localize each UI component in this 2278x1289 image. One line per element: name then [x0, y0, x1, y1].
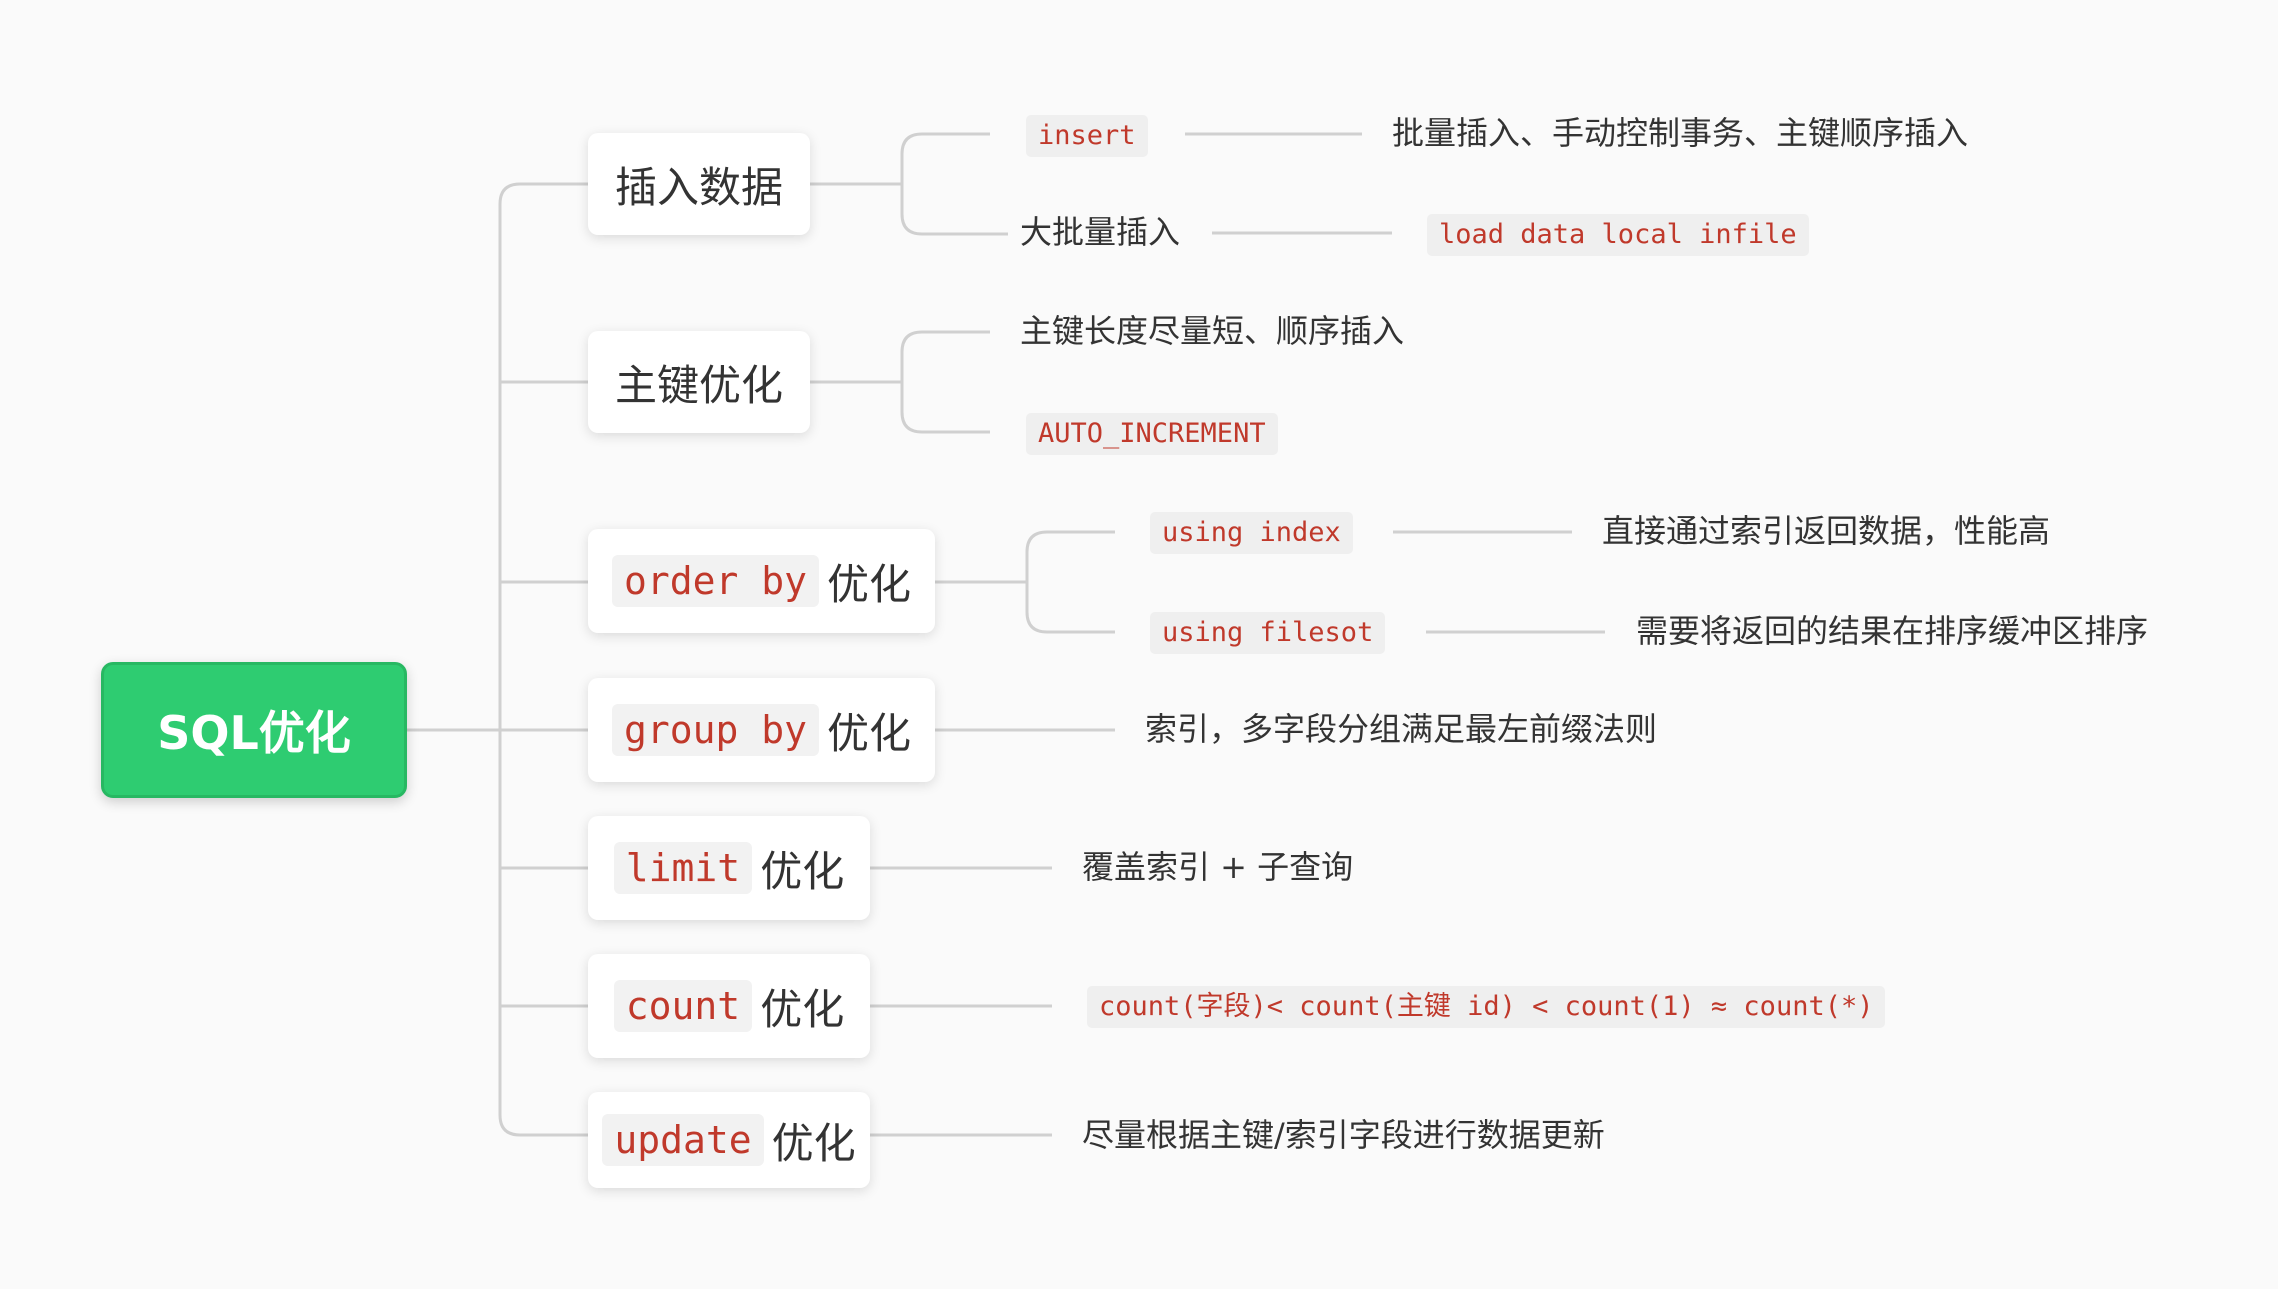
- leaf-insert-code[interactable]: insert: [1026, 115, 1148, 157]
- insert-fork: [900, 132, 1008, 236]
- pk-fork: [900, 330, 990, 434]
- leaf-using-filesort[interactable]: using filesot: [1150, 612, 1386, 654]
- group-by-suffix: 优化: [827, 708, 912, 758]
- node-limit[interactable]: limit 优化: [588, 816, 870, 920]
- count-keyword: count: [613, 980, 753, 1032]
- root-node[interactable]: SQL优化: [101, 662, 407, 798]
- leaf-count-code[interactable]: count(字段)< count(主键 id) < count(1) ≈ cou…: [1087, 986, 1886, 1028]
- trunk-line: [498, 182, 521, 1137]
- leaf-pk-desc[interactable]: 主键长度尽量短、顺序插入: [1020, 312, 1405, 350]
- node-update[interactable]: update 优化: [588, 1092, 870, 1188]
- node-primary-key-label: 主键优化: [614, 360, 783, 410]
- leaf-insert-desc[interactable]: 批量插入、手动控制事务、主键顺序插入: [1392, 114, 1969, 152]
- leaf-limit-desc[interactable]: 覆盖索引 + 子查询: [1082, 848, 1354, 886]
- node-insert-data-label: 插入数据: [614, 162, 783, 212]
- limit-suffix: 优化: [760, 846, 845, 896]
- order-by-suffix: 优化: [827, 559, 912, 609]
- node-primary-key[interactable]: 主键优化: [588, 331, 810, 433]
- leaf-using-index[interactable]: using index: [1150, 512, 1353, 554]
- node-insert-data[interactable]: 插入数据: [588, 133, 810, 235]
- group-by-keyword: group by: [611, 704, 819, 756]
- order-by-keyword: order by: [611, 555, 819, 607]
- node-order-by[interactable]: order by 优化: [588, 529, 935, 633]
- leaf-update-desc[interactable]: 尽量根据主键/索引字段进行数据更新: [1082, 1116, 1605, 1154]
- order-fork: [1025, 530, 1115, 634]
- leaf-group-desc[interactable]: 索引，多字段分组满足最左前缀法则: [1145, 710, 1658, 748]
- update-keyword: update: [602, 1114, 764, 1166]
- limit-keyword: limit: [613, 842, 753, 894]
- node-count[interactable]: count 优化: [588, 954, 870, 1058]
- leaf-bulk-code[interactable]: load data local infile: [1427, 214, 1809, 256]
- count-suffix: 优化: [760, 984, 845, 1034]
- root-label: SQL优化: [157, 706, 351, 760]
- update-suffix: 优化: [771, 1118, 856, 1168]
- leaf-using-filesort-desc[interactable]: 需要将返回的结果在排序缓冲区排序: [1636, 612, 2149, 650]
- leaf-bulk-insert[interactable]: 大批量插入: [1020, 213, 1181, 251]
- node-group-by[interactable]: group by 优化: [588, 678, 935, 782]
- leaf-pk-code[interactable]: AUTO_INCREMENT: [1026, 413, 1278, 455]
- leaf-using-index-desc[interactable]: 直接通过索引返回数据，性能高: [1602, 512, 2051, 550]
